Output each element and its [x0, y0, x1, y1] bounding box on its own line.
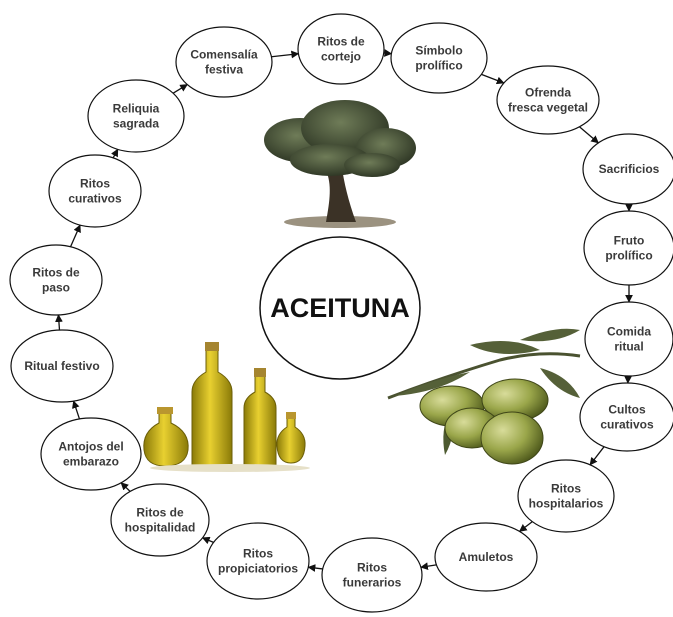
- cycle-arrow: [173, 85, 187, 94]
- olive-tree-illustration: [264, 100, 416, 228]
- cycle-arrow: [421, 565, 436, 567]
- cycle-arrow: [308, 567, 322, 569]
- node-label: sagrada: [113, 117, 159, 131]
- olive-branch-illustration: [388, 329, 580, 464]
- cycle-arrow: [481, 74, 503, 83]
- node-label: Ritos: [80, 177, 110, 191]
- node-label: Ritos: [243, 547, 273, 561]
- node-label: cortejo: [321, 50, 361, 64]
- node-label: hospitalidad: [125, 521, 196, 535]
- node-label: fresca vegetal: [508, 101, 588, 115]
- node-label: Ritos de: [136, 506, 184, 520]
- node-label: Comensalía: [190, 48, 258, 62]
- node-label: Antojos del: [58, 440, 123, 454]
- node-label: Ritos de: [317, 35, 365, 49]
- node-label: curativos: [68, 192, 122, 206]
- cycle-arrow: [384, 53, 392, 54]
- node-label: propiciatorios: [218, 562, 298, 576]
- cycle-arrow: [74, 401, 80, 419]
- node-label: Fruto: [614, 234, 645, 248]
- node-label: ritual: [614, 340, 643, 354]
- node-label: Comida: [607, 325, 651, 339]
- cycle-arrow: [271, 54, 298, 57]
- cycle-node: Ritual festivo: [11, 330, 113, 402]
- cycle-arrow: [121, 483, 130, 492]
- node-label: prolífico: [415, 59, 462, 73]
- cycle-node: Sacrificios: [583, 134, 673, 204]
- cycle-arrow: [58, 315, 59, 330]
- node-label: prolífico: [605, 249, 652, 263]
- node-label: funerarios: [343, 576, 402, 590]
- node-label: festiva: [205, 63, 243, 77]
- node-label: curativos: [600, 418, 654, 432]
- node-label: Sacrificios: [599, 162, 660, 176]
- node-label: Ritos de: [32, 266, 80, 280]
- cycle-arrow: [71, 225, 81, 247]
- cycle-arrow: [203, 538, 214, 543]
- olive-oil-bottles-illustration: [144, 342, 310, 472]
- cycle-arrow: [590, 447, 604, 465]
- node-label: Ritos: [357, 561, 387, 575]
- cycle-node: Amuletos: [435, 523, 537, 591]
- node-label: Amuletos: [459, 550, 514, 564]
- center-node: ACEITUNA: [260, 237, 420, 379]
- node-label: Ofrenda: [525, 86, 571, 100]
- cycle-arrow: [113, 149, 118, 158]
- center-label: ACEITUNA: [270, 293, 410, 323]
- node-label: Símbolo: [415, 44, 462, 58]
- cycle-arrow: [579, 127, 598, 143]
- node-label: paso: [42, 281, 70, 295]
- node-label: Ritos: [551, 482, 581, 496]
- node-label: hospitalarios: [529, 497, 604, 511]
- node-label: Reliquia: [113, 102, 160, 116]
- node-label: embarazo: [63, 455, 119, 469]
- node-label: Ritual festivo: [24, 359, 99, 373]
- cycle-arrow: [520, 522, 533, 532]
- node-label: Cultos: [608, 403, 646, 417]
